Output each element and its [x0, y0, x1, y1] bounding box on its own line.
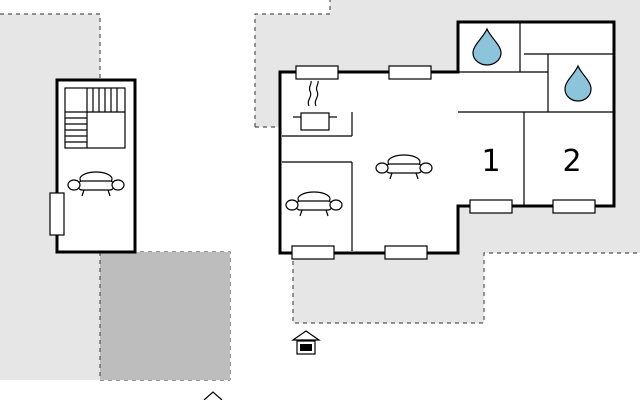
- window: [388, 65, 432, 80]
- window: [469, 199, 513, 214]
- windows: [291, 65, 596, 260]
- window: [295, 65, 339, 80]
- window: [49, 192, 65, 236]
- sofa-icon: [285, 191, 343, 217]
- sofa-icon: [375, 154, 433, 180]
- stairs-icon: [64, 87, 126, 149]
- water-drop-icon: [564, 64, 592, 102]
- entrance-icon: [291, 330, 321, 355]
- north-marker-icon: [203, 391, 223, 400]
- window: [291, 245, 335, 260]
- room-label-bedroom-2: 2: [562, 144, 581, 179]
- right-building: 1 2: [278, 20, 616, 260]
- water-drop-icon: [472, 27, 502, 66]
- room-label-bedroom-1: 1: [481, 144, 500, 179]
- window: [384, 245, 428, 260]
- left-building: [49, 78, 137, 254]
- window: [552, 199, 596, 214]
- kitchen-stove-icon: [293, 80, 337, 131]
- parking-area: [100, 252, 230, 380]
- sofa-icon: [67, 171, 125, 197]
